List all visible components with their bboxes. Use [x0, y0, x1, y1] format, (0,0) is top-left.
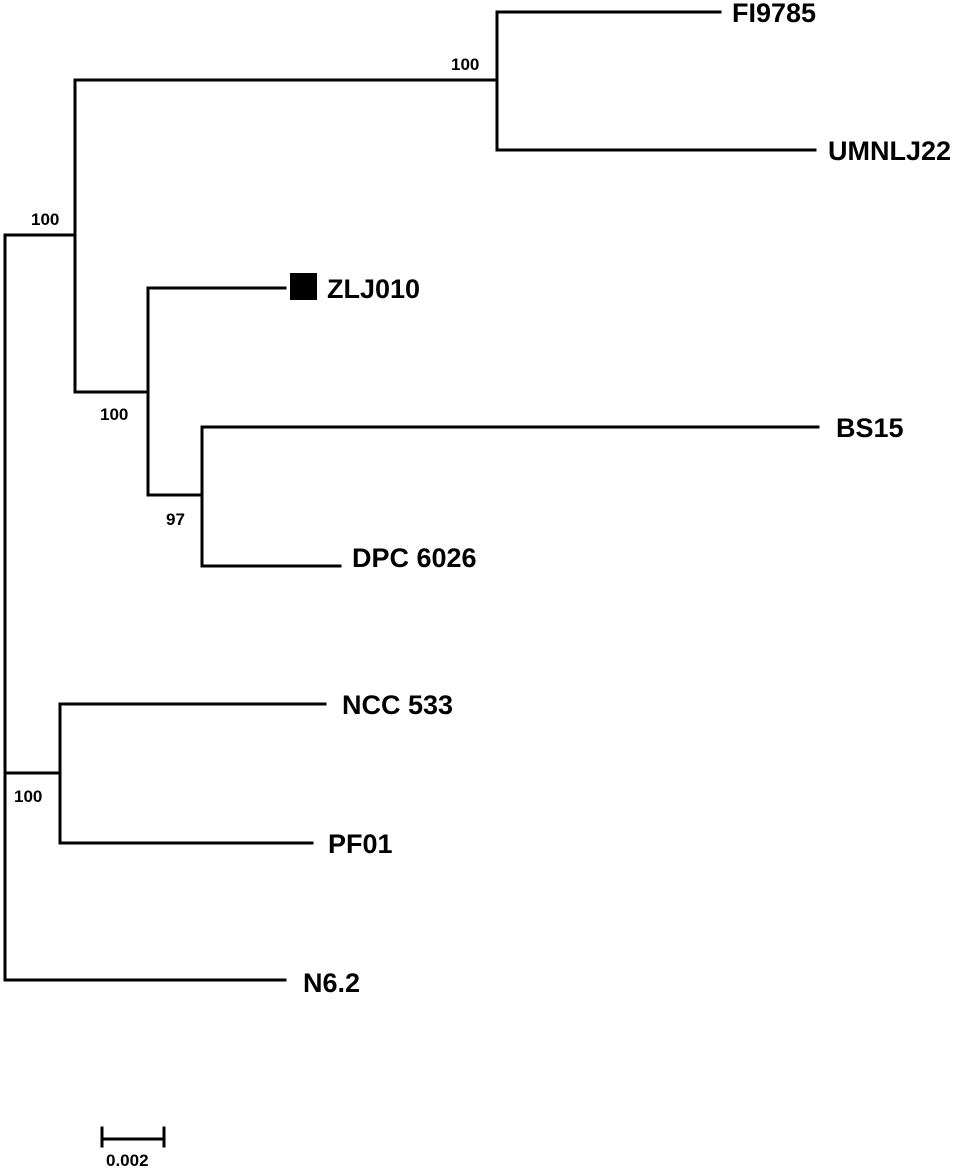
scale-bar-label: 0.002: [106, 1151, 149, 1168]
leaf-label-PF01: PF01: [328, 829, 393, 859]
support-value: 97: [166, 510, 185, 529]
leaf-label-DPC6026: DPC 6026: [352, 543, 477, 573]
branch-zlj-clade: [73, 286, 150, 497]
leaf-label-UMNLJ22: UMNLJ22: [828, 136, 951, 166]
support-value: 100: [451, 55, 479, 74]
filled-square-icon: [290, 273, 317, 300]
support-value: 100: [14, 787, 42, 806]
scale-bar: [100, 1126, 166, 1148]
branch-upper-clade: [3, 78, 77, 394]
support-value: 100: [31, 210, 59, 229]
leaf-label-ZLJ010: ZLJ010: [327, 274, 420, 304]
leaf-label-NCC533: NCC 533: [342, 690, 453, 720]
leaf-label-FI9785: FI9785: [732, 0, 816, 28]
branch-fi-umn: [73, 10, 499, 152]
leaf-label-N62: N6.2: [303, 968, 360, 998]
leaf-label-BS15: BS15: [836, 413, 904, 443]
branch-ncc-pf: [3, 702, 62, 845]
branch-bs-dpc: [146, 425, 204, 568]
support-value: 100: [100, 405, 128, 424]
